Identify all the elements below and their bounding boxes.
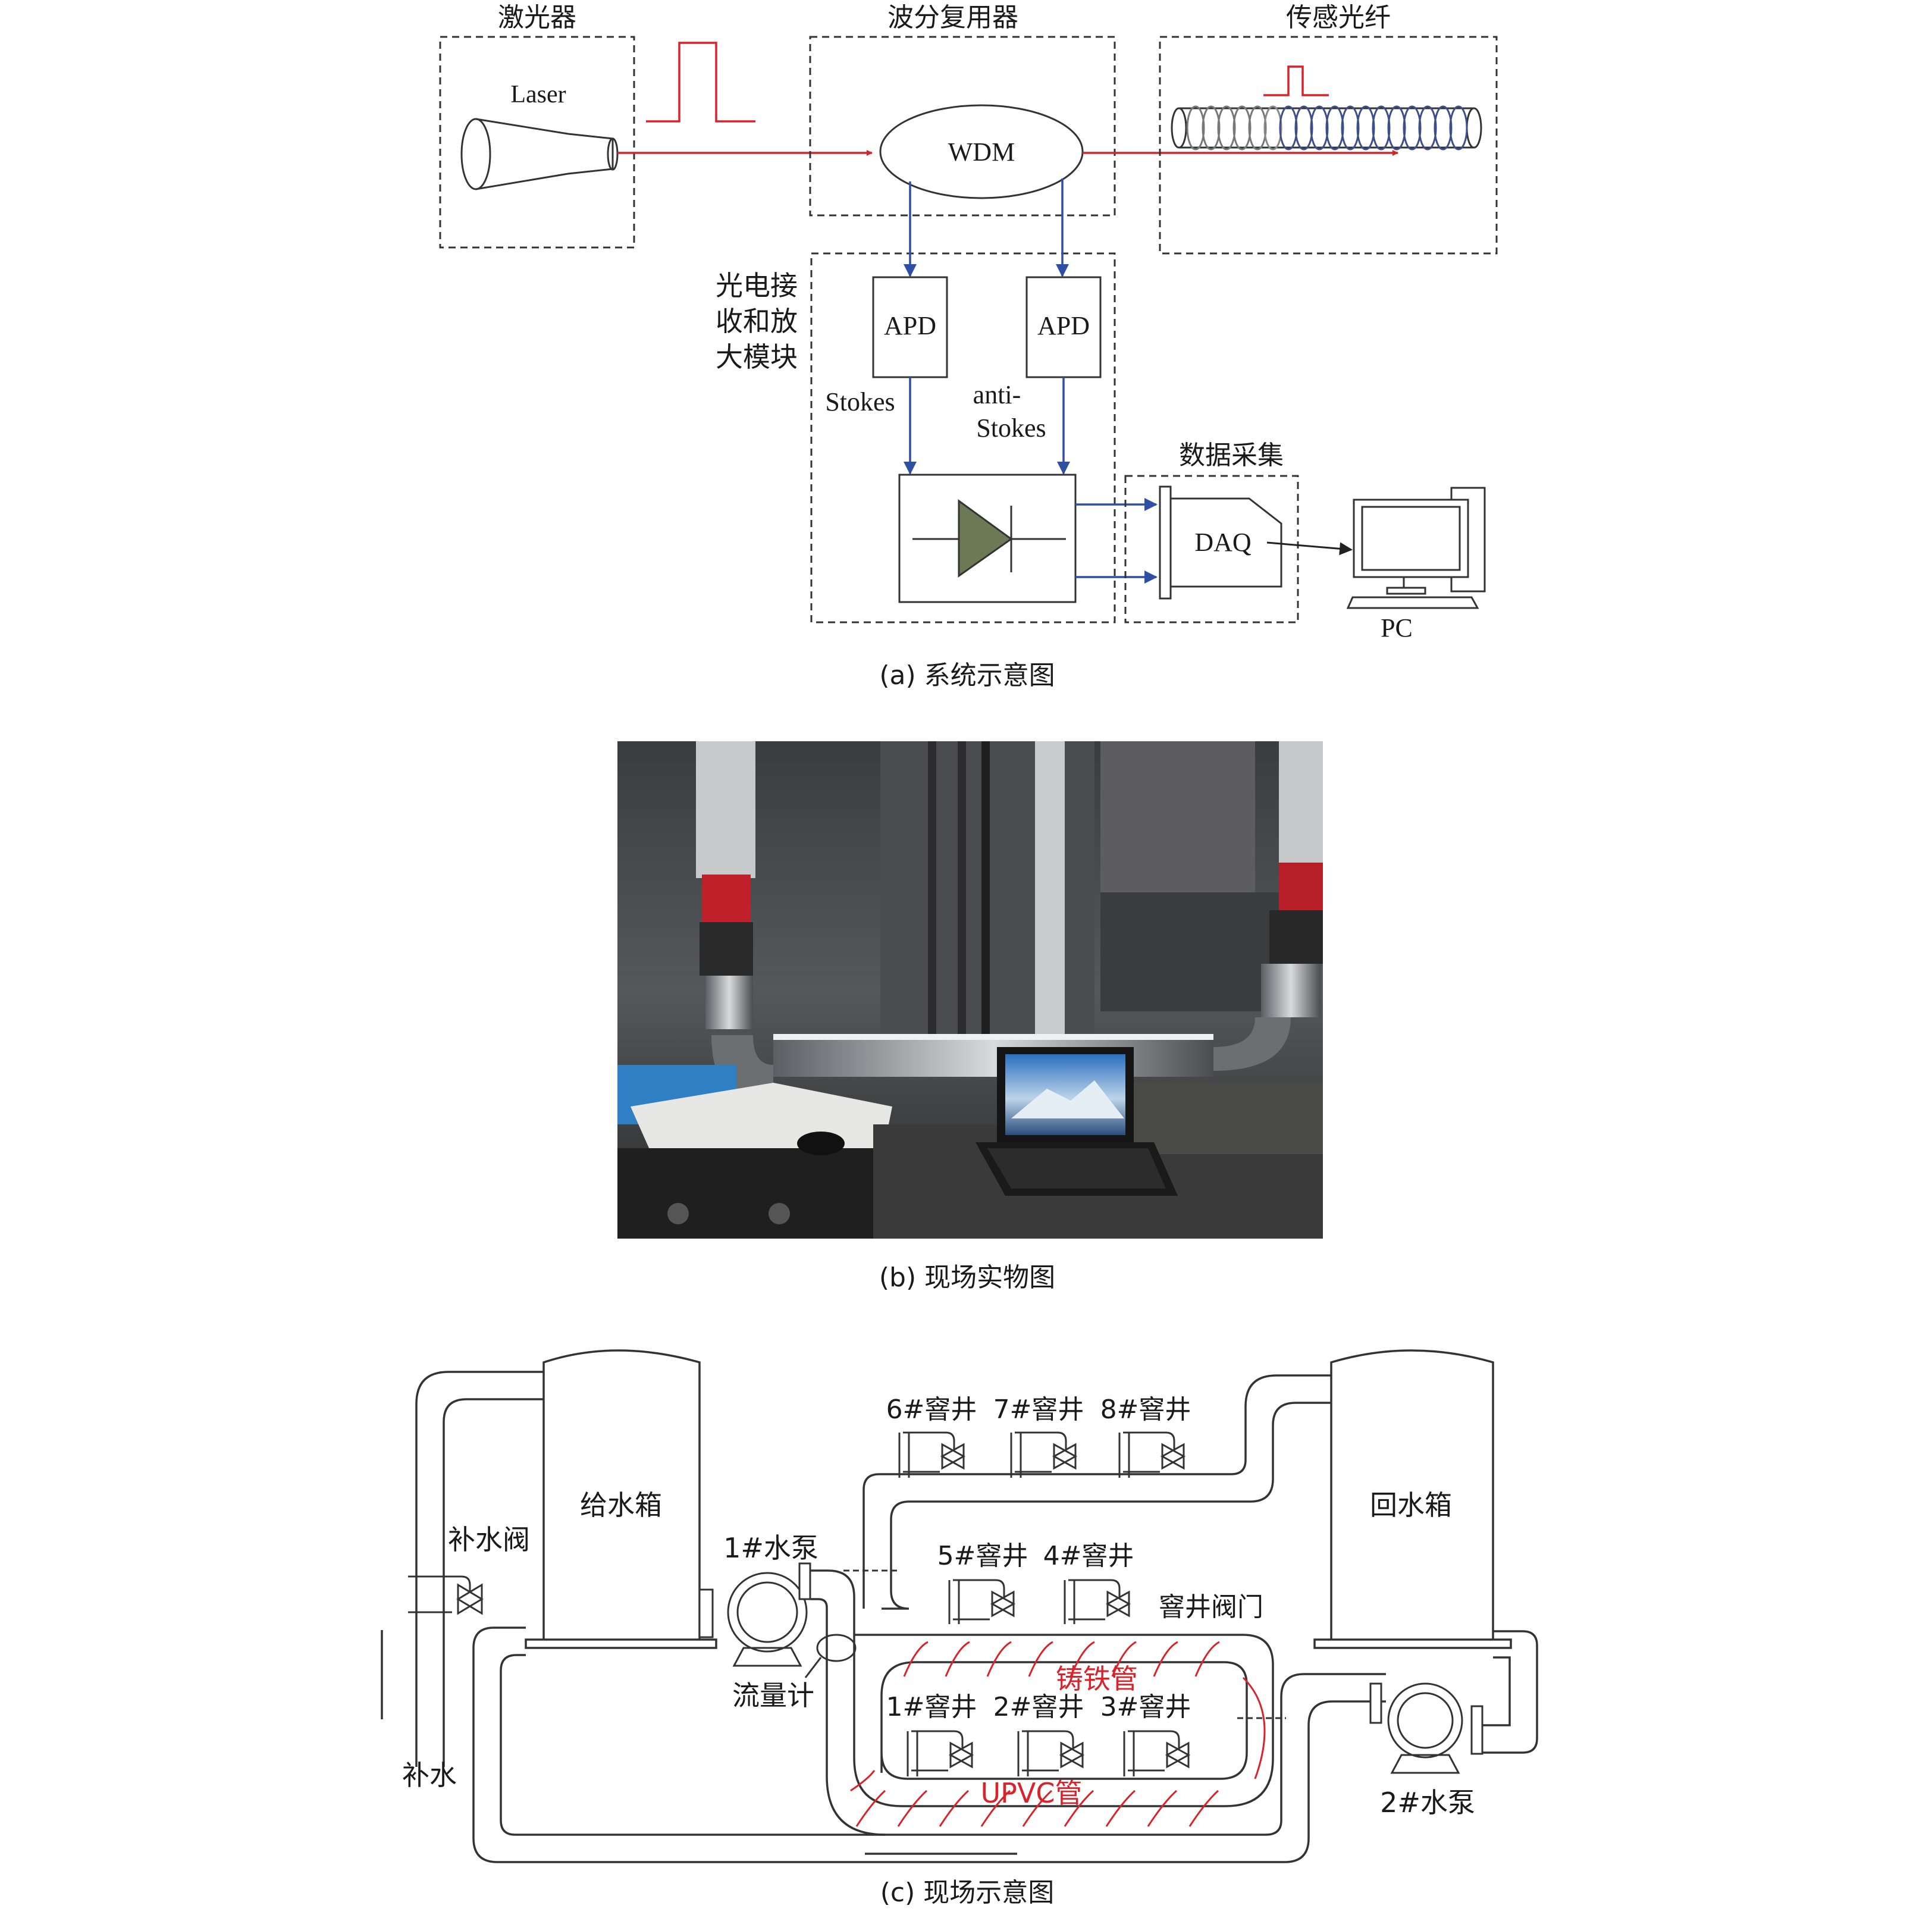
makeup-valve-icon xyxy=(408,1575,484,1615)
supply-tank-label: 给水箱 xyxy=(580,1489,662,1521)
well-2-label: 2#窨井 xyxy=(993,1692,1084,1722)
stokes-label: Stokes xyxy=(825,387,895,416)
pd-module-label-line1: 光电接 xyxy=(716,269,798,302)
cast-iron-label: 铸铁管 xyxy=(1056,1663,1138,1695)
pc-icon xyxy=(1346,487,1486,609)
caption-c: (c) 现场示意图 xyxy=(880,1878,1055,1908)
well-7-label: 7#窨井 xyxy=(993,1394,1084,1425)
pump1-icon xyxy=(698,1562,811,1667)
fiber-wrap-cast-iron xyxy=(903,1641,1266,1779)
wdm-group-box xyxy=(809,36,1116,217)
well-5-label: 5#窨井 xyxy=(937,1541,1028,1571)
pd-module-label-line3: 大模块 xyxy=(716,341,798,373)
main-loop-pipes xyxy=(472,1374,1538,1863)
well-3-label: 3#窨井 xyxy=(1100,1692,1191,1722)
wdm-ellipse xyxy=(879,104,1084,199)
fiber-wrap-upvc xyxy=(850,1770,1219,1827)
anti-stokes-label-line1: anti- xyxy=(973,380,1021,409)
manhole-well-6 xyxy=(898,1431,966,1478)
manhole-well-1 xyxy=(907,1730,974,1776)
wdm-group-label: 波分复用器 xyxy=(887,2,1018,33)
return-tank xyxy=(1330,1349,1494,1640)
flowmeter-icon xyxy=(816,1634,857,1662)
caption-b: (b) 现场实物图 xyxy=(879,1262,1055,1293)
daq-group-box xyxy=(1124,475,1299,623)
return-tank-base xyxy=(1313,1638,1512,1649)
daq-group-label: 数据采集 xyxy=(1179,440,1284,471)
laser-icon xyxy=(460,118,619,190)
daq-device-icon xyxy=(1159,485,1282,600)
panel-b-site-photo: (b) 现场实物图 xyxy=(617,741,1323,1293)
pump2-icon xyxy=(1369,1682,1484,1774)
site-photo xyxy=(617,741,1323,1239)
diode-icon xyxy=(912,499,1066,578)
pd-module-label-line2: 收和放 xyxy=(716,305,798,337)
fiber-coil-icon xyxy=(1171,65,1482,151)
well-4-label: 4#窨井 xyxy=(1043,1541,1134,1571)
pump1-label: 1#水泵 xyxy=(723,1532,818,1564)
well-valve-label: 窨井阀门 xyxy=(1159,1592,1263,1622)
laser-text: Laser xyxy=(510,81,566,108)
flowmeter-label: 流量计 xyxy=(732,1679,814,1712)
laser-pulse xyxy=(646,42,755,123)
pd-module-box xyxy=(810,252,1116,623)
well-6-label: 6#窨井 xyxy=(886,1394,977,1425)
manhole-well-5 xyxy=(948,1579,1016,1624)
laser-group-box xyxy=(439,36,635,249)
apd-right-text: APD xyxy=(1037,311,1090,340)
supply-tank-base xyxy=(525,1638,717,1649)
manhole-well-8 xyxy=(1118,1431,1186,1478)
makeup-valve-label: 补水阀 xyxy=(448,1524,530,1556)
pump2-label: 2#水泵 xyxy=(1380,1787,1475,1819)
manhole-well-3 xyxy=(1123,1730,1191,1776)
makeup-pipe xyxy=(381,1371,544,1767)
wdm-text: WDM xyxy=(948,137,1015,167)
return-tank-label: 回水箱 xyxy=(1370,1489,1452,1521)
apd-left-box xyxy=(872,276,948,378)
fiber-group-label: 传感光纤 xyxy=(1286,2,1391,33)
manhole-well-7 xyxy=(1010,1431,1078,1478)
laser-group-label: 激光器 xyxy=(498,2,576,33)
apd-right-box xyxy=(1025,276,1102,378)
well-1-label: 1#窨井 xyxy=(886,1692,977,1722)
manhole-well-4 xyxy=(1064,1579,1131,1624)
anti-stokes-label-line2: Stokes xyxy=(976,413,1046,443)
caption-a: (a) 系统示意图 xyxy=(879,660,1055,691)
apd-left-text: APD xyxy=(884,311,936,340)
pc-text: PC xyxy=(1381,613,1413,643)
manhole-well-2 xyxy=(1017,1730,1085,1776)
upvc-label: UPVC管 xyxy=(981,1777,1083,1809)
panel-c-site-schematic: 给水箱 回水箱 补水阀 补水 1#水泵 流量 xyxy=(381,1349,1538,1908)
supply-tank xyxy=(542,1349,701,1640)
panel-a-system-diagram: 激光器 Laser 波分复用器 WDM 传感光纤 xyxy=(439,2,1498,691)
daq-to-pc-arrow xyxy=(1266,541,1353,556)
daq-text: DAQ xyxy=(1194,528,1252,557)
well-8-label: 8#窨井 xyxy=(1100,1394,1191,1425)
makeup-water-label: 补水 xyxy=(402,1759,457,1791)
fiber-group-box xyxy=(1159,36,1498,255)
